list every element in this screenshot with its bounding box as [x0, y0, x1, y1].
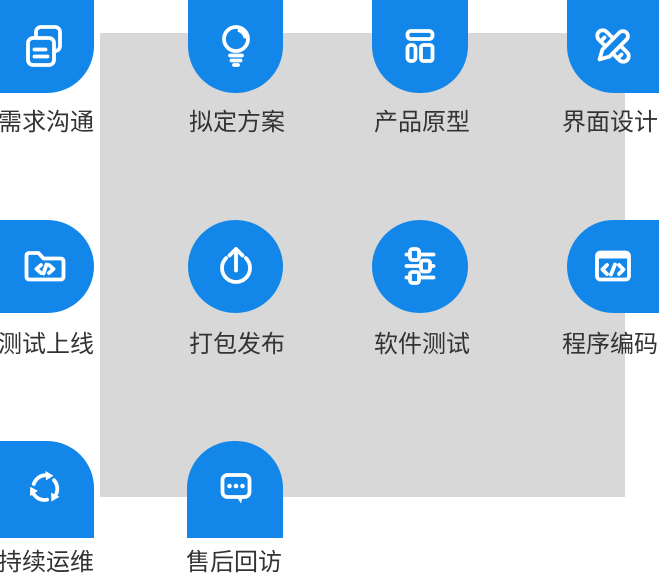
documents-icon	[26, 25, 62, 67]
step-label: 软件测试	[374, 331, 470, 358]
step-label: 持续运维	[0, 549, 94, 576]
step-label: 产品原型	[374, 109, 470, 136]
step-shape	[0, 441, 94, 538]
step-label: 拟定方案	[189, 109, 285, 136]
step-label: 测试上线	[0, 331, 94, 358]
step-label: 界面设计	[562, 109, 658, 136]
sync-icon	[30, 471, 60, 502]
code-window-icon	[595, 250, 631, 282]
layout-icon	[405, 29, 435, 63]
background-panel	[100, 33, 625, 497]
sliders-icon	[404, 247, 436, 285]
step-shape	[187, 441, 283, 538]
upload-icon	[220, 247, 252, 284]
lightbulb-icon	[222, 25, 250, 67]
step-label: 打包发布	[189, 331, 285, 358]
step-label: 程序编码	[562, 331, 658, 358]
step-label: 售后回访	[186, 549, 282, 576]
chat-icon	[220, 473, 252, 504]
code-folder-icon	[24, 251, 66, 282]
design-tools-icon	[595, 28, 631, 64]
step-label: 需求沟通	[0, 109, 94, 136]
step-shape	[188, 0, 283, 93]
